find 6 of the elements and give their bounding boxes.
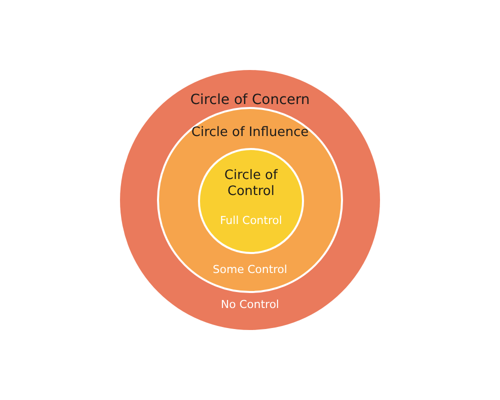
circle-title: Circle of Control xyxy=(223,168,279,200)
circle-subtitle: Some Control xyxy=(212,263,288,276)
circle-title: Circle of Influence xyxy=(191,125,309,142)
circle-title: Circle of Concern xyxy=(190,92,310,110)
circle-subtitle: No Control xyxy=(220,298,280,312)
circle-subtitle: Full Control xyxy=(220,214,282,228)
